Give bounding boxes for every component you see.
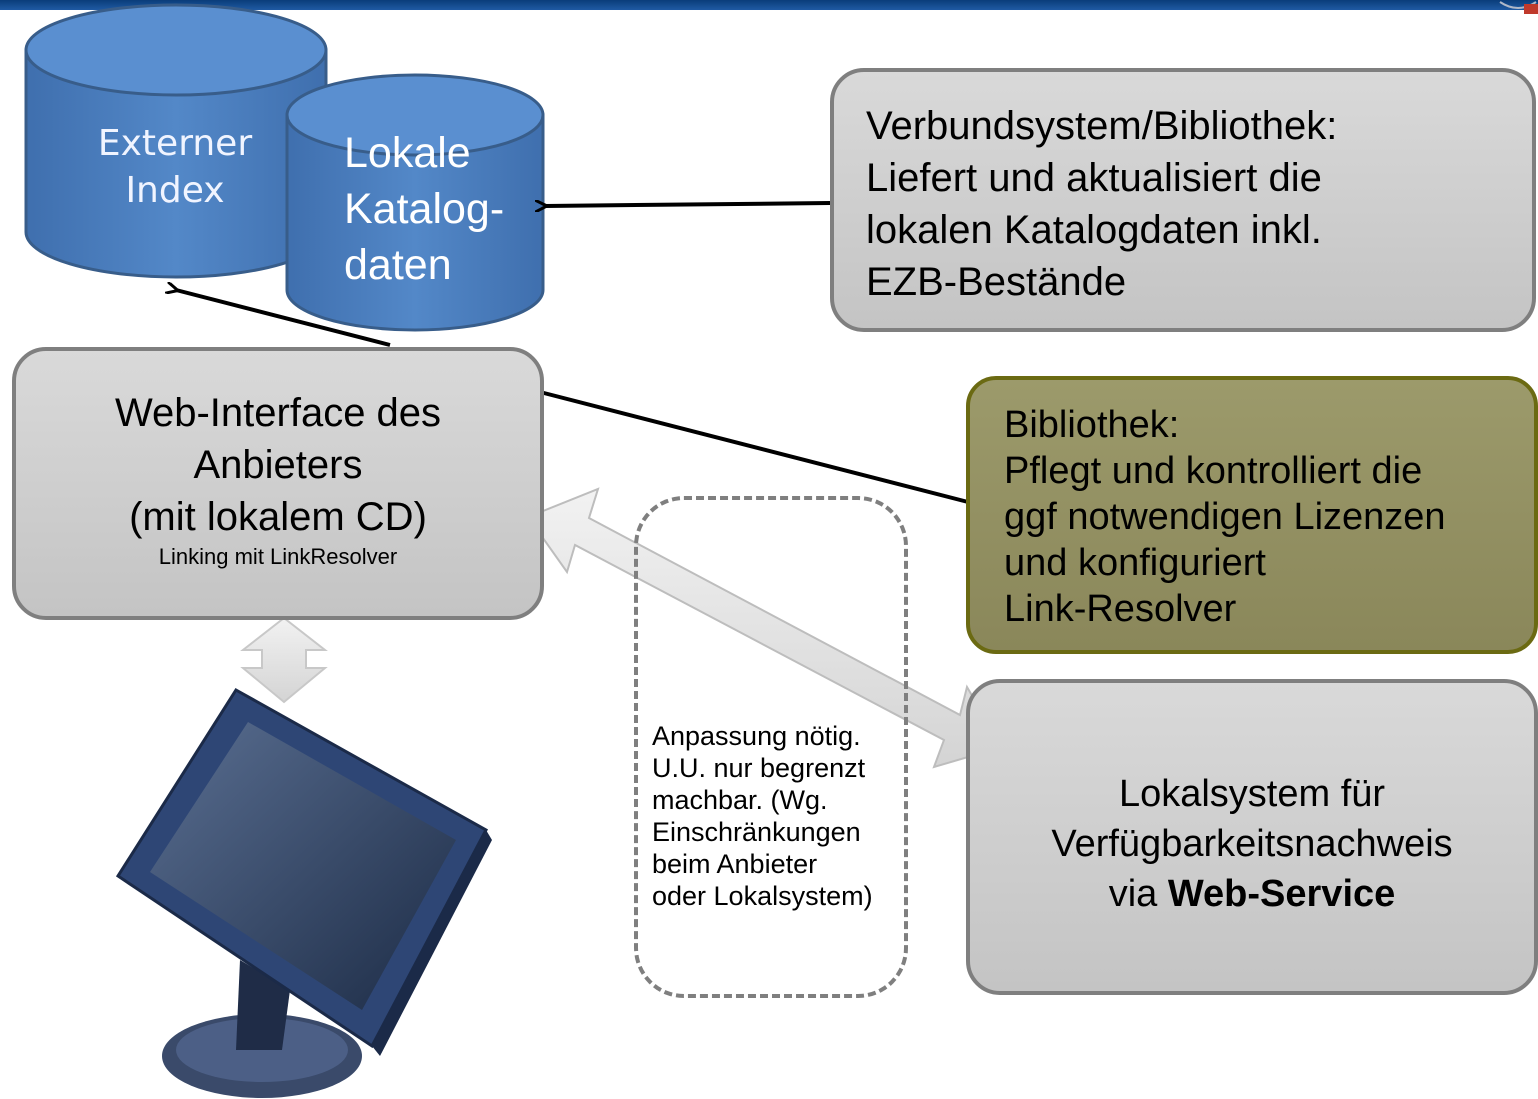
external-index-label: Externer Index [97,123,253,211]
lokalsystem-bold-text: Web-Service [1167,873,1396,915]
header-bar [0,0,1538,10]
local-catalog-label: Lokale Katalog- daten [344,129,505,289]
bibliothek-text: Bibliothek: Pflegt und kontrolliert die … [1004,404,1446,630]
verbundsystem-text: Verbundsystem/Bibliothek: Liefert und ak… [866,104,1338,304]
connector-bibliothek-to-web [539,390,969,504]
local-catalog-database-icon [285,73,545,332]
bibliothek-box: Bibliothek: Pflegt und kontrolliert die … [966,376,1538,654]
lokalsystem-box: Lokalsystem für Verfügbarkeitsnachweis v… [966,679,1538,995]
computer-monitor-icon [115,687,492,1098]
arrow-web-to-index [176,290,391,347]
lokalsystem-text: Lokalsystem für Verfügbarkeitsnachweis v… [1051,773,1453,915]
external-index-database-icon [24,3,328,279]
double-arrow-web-monitor [240,616,328,704]
web-interface-text: Web-Interface des Anbieters (mit lokalem… [114,391,442,539]
verbundsystem-box: Verbundsystem/Bibliothek: Liefert und ak… [830,68,1536,332]
web-interface-subtext: Linking mit LinkResolver [158,544,398,569]
note-dashed-box [634,496,908,998]
note-text: Anpassung nötig. U.U. nur begrenzt machb… [652,721,873,911]
arrow-verbund-to-catalog [545,203,831,206]
web-interface-box: Web-Interface des Anbieters (mit lokalem… [12,347,544,620]
logo-icon [1499,1,1538,14]
